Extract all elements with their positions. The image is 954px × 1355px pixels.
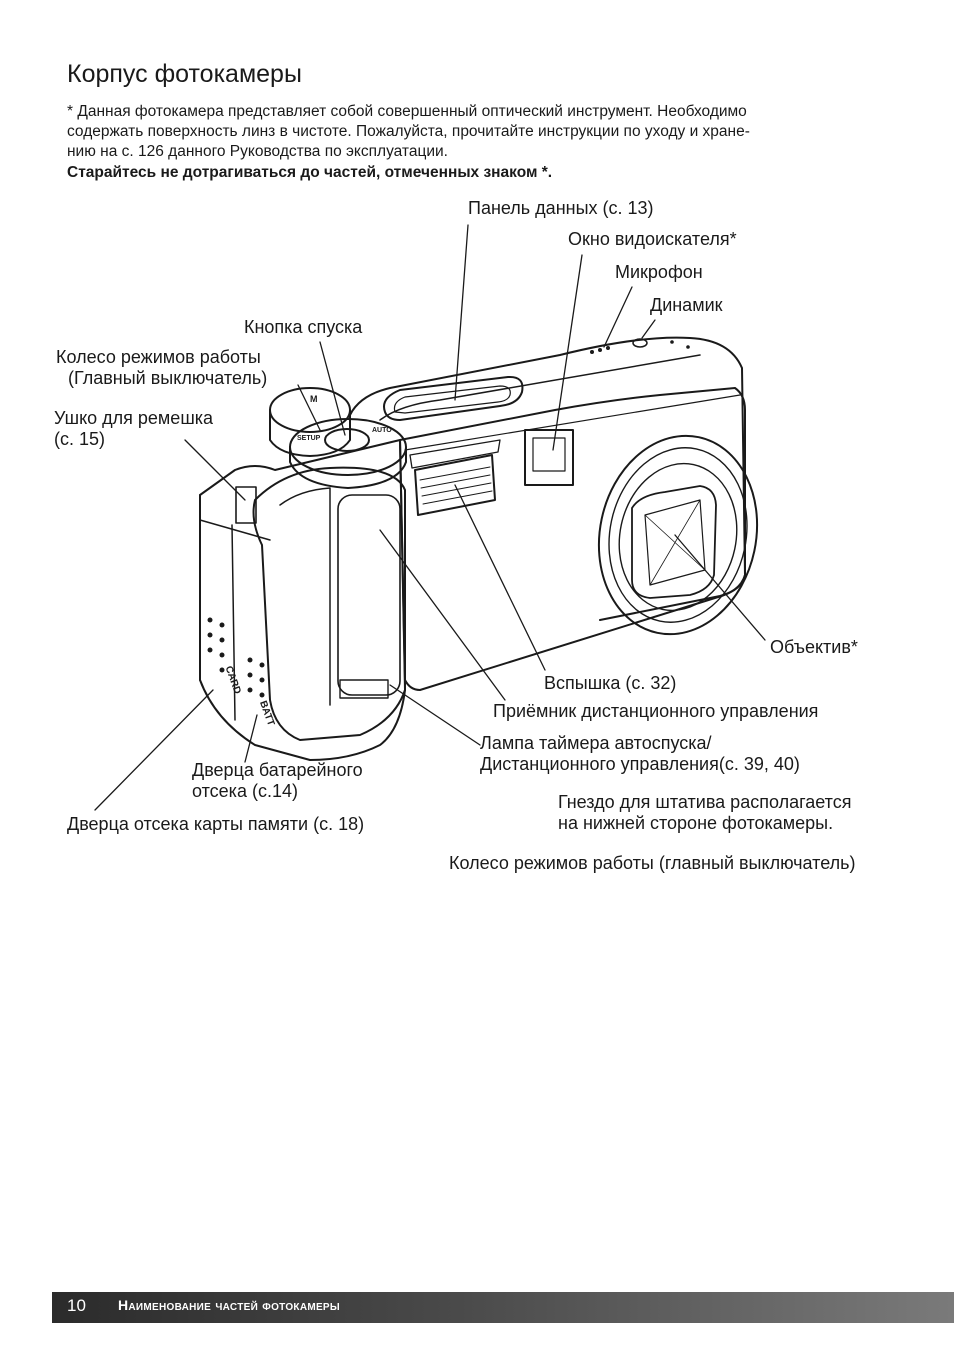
shutter-button (324, 428, 370, 452)
label-battery-door: Дверца батарейного отсека (с.14) (192, 760, 363, 802)
camera-left-side (199, 439, 406, 761)
label-mode-dial: Колесо режимов работы (Главный выключате… (56, 347, 267, 389)
card-door-dots (207, 617, 225, 673)
label-line: Колесо режимов работы (56, 347, 261, 367)
battery-door-dots (247, 657, 265, 698)
intro-paragraph: * Данная фотокамера представляет собой с… (67, 102, 897, 162)
intro-line: нию на с. 126 данного Руководства по экс… (67, 143, 448, 160)
label-flash: Вспышка (с. 32) (544, 673, 677, 693)
label-line: Лампа таймера автоспуска/ (480, 733, 712, 753)
label-data-panel: Панель данных (с. 13) (468, 198, 654, 218)
camera-top-edge (379, 354, 701, 421)
label-viewfinder-window: Окно видоискателя* (568, 229, 737, 249)
page-number: 10 (67, 1296, 86, 1315)
label-line: (с. 15) (54, 429, 106, 449)
intro-line: * Данная фотокамера представляет собой с… (67, 103, 747, 120)
label-self-timer-lamp: Лампа таймера автоспуска/ Дистанционного… (480, 733, 800, 775)
strap-eyelet (235, 486, 257, 524)
label-microphone: Микрофон (615, 262, 703, 282)
label-lens: Объектив* (770, 637, 858, 657)
camera-grip (252, 466, 406, 741)
tripod-note: Гнездо для штатива располагается на нижн… (558, 792, 851, 834)
batt-marking: BATT (257, 699, 276, 727)
auto-marking: AUTO (372, 427, 392, 434)
label-line: Ушко для ремешка (54, 408, 214, 428)
intro-line: содержать поверхность линз в чистоте. По… (67, 123, 750, 140)
label-line: отсека (с.14) (192, 781, 298, 801)
lens-barrier (631, 485, 717, 599)
label-line: на нижней стороне фотокамеры. (558, 813, 834, 833)
label-speaker: Динамик (650, 295, 723, 315)
leader-lines (94, 224, 766, 811)
speaker-grille (632, 338, 648, 348)
label-card-door: Дверца отсека карты памяти (с. 18) (67, 814, 365, 834)
label-mode-dial-bottom: Колесо режимов работы (главный выключате… (449, 853, 856, 873)
label-remote-receiver: Приёмник дистанционного управления (493, 701, 819, 721)
footer-bar (52, 1292, 954, 1323)
setup-marking: SETUP (297, 435, 321, 442)
warning-text: Старайтесь не дотрагиваться до частей, о… (67, 164, 553, 181)
grip-pad (337, 494, 401, 696)
viewfinder-window (524, 429, 574, 486)
camera-front-face (399, 387, 746, 691)
footer-section-title: Наименование частей фотокамеры (118, 1297, 340, 1313)
flash (414, 454, 496, 516)
card-marking: CARD (223, 665, 243, 696)
page-title: Корпус фотокамеры (67, 60, 302, 88)
camera-top-plate (349, 336, 746, 621)
label-strap-eyelet: Ушко для ремешка (с. 15) (54, 408, 213, 450)
label-line: Дверца батарейного (192, 760, 363, 780)
label-shutter-button: Кнопка спуска (244, 317, 363, 337)
data-panel (383, 375, 524, 421)
lens-outer-ring (597, 434, 759, 636)
dial-m-marking: M (310, 394, 318, 404)
label-line: Дистанционного управления(с. 39, 40) (480, 754, 800, 774)
label-line: (Главный выключатель) (68, 368, 268, 388)
label-line: Гнездо для штатива располагается (558, 792, 852, 812)
